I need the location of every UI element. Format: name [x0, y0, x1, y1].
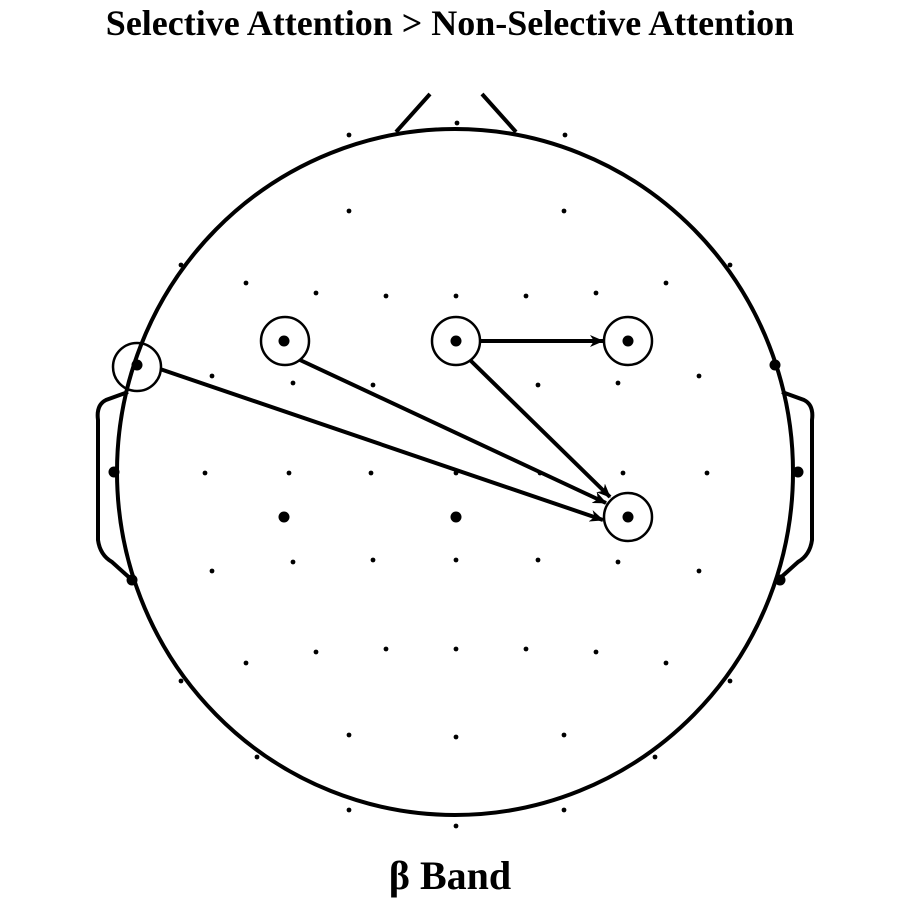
electrode-dot: [278, 335, 290, 347]
electrode-dot: [209, 373, 215, 379]
figure-title: Selective Attention > Non-Selective Atte…: [105, 3, 795, 43]
connection-arrows: [159, 335, 612, 522]
electrode-dot: [561, 732, 567, 738]
electrode-dot: [615, 559, 621, 565]
electrode-dot: [652, 754, 658, 760]
electrode-dot: [290, 380, 296, 386]
electrode-dot: [243, 660, 249, 666]
electrode-grid: [108, 120, 804, 829]
electrode-dot: [126, 574, 138, 586]
electrode-dot: [620, 470, 626, 476]
electrode-dot: [696, 373, 702, 379]
electrode-dot: [593, 649, 599, 655]
electrode-dot: [346, 132, 352, 138]
electrode-dot: [562, 132, 568, 138]
arrow-left-temporal-to-right-parietal: [159, 367, 604, 522]
electrode-dot: [346, 208, 352, 214]
electrode-dot: [561, 208, 567, 214]
electrode-dot: [453, 734, 459, 740]
electrode-dot: [523, 293, 529, 299]
electrode-dot: [704, 470, 710, 476]
electrode-dot: [178, 678, 184, 684]
electrode-dot: [450, 511, 462, 523]
electrode-dot: [453, 646, 459, 652]
electrode-ring-left-temporal: [111, 341, 163, 393]
electrode-dot: [368, 470, 374, 476]
electrode-dot: [593, 290, 599, 296]
left-ear: [95, 390, 134, 582]
electrode-dot: [313, 649, 319, 655]
electrode-dot: [792, 466, 804, 478]
electrode-dot: [454, 120, 460, 126]
electrode-ring-left-frontal: [259, 315, 311, 367]
electrode-dot: [131, 359, 143, 371]
electrode-dot: [453, 823, 459, 829]
electrode-ring-right-parietal: [602, 491, 654, 543]
electrode-dot: [453, 293, 459, 299]
electrode-dot: [278, 511, 290, 523]
electrode-dot: [727, 262, 733, 268]
electrode-dot: [290, 559, 296, 565]
nose: [394, 92, 518, 134]
electrode-dot: [383, 646, 389, 652]
electrode-dot: [254, 754, 260, 760]
electrode-dot: [622, 511, 634, 523]
electrode-dot: [450, 335, 462, 347]
electrode-dot: [696, 568, 702, 574]
electrode-dot: [663, 660, 669, 666]
electrode-dot: [561, 807, 567, 813]
electrode-dot: [108, 466, 120, 478]
electrode-dot: [523, 646, 529, 652]
electrode-dot: [622, 335, 634, 347]
arrow-mid-to-right-parietal: [468, 358, 612, 499]
electrode-dot: [774, 574, 786, 586]
band-label: β Band: [388, 853, 512, 898]
electrode-dot: [202, 470, 208, 476]
right-ear: [776, 390, 815, 582]
electrode-dot: [453, 557, 459, 563]
electrode-dot: [535, 382, 541, 388]
electrode-dot: [370, 557, 376, 563]
electrode-dot: [346, 807, 352, 813]
electrode-dot: [313, 290, 319, 296]
electrode-dot: [615, 380, 621, 386]
electrode-dot: [383, 293, 389, 299]
electrode-dot: [346, 732, 352, 738]
electrode-ring-right-frontal: [602, 315, 654, 367]
electrode-dot: [178, 262, 184, 268]
electrode-dot: [243, 280, 249, 286]
arrow-left-frontal-to-right-parietal: [299, 358, 607, 505]
electrode-dot: [370, 382, 376, 388]
electrode-dot: [663, 280, 669, 286]
electrode-dot: [727, 678, 733, 684]
electrode-dot: [209, 568, 215, 574]
electrode-dot: [535, 557, 541, 563]
electrode-dot: [286, 470, 292, 476]
electrode-dot: [769, 359, 781, 371]
